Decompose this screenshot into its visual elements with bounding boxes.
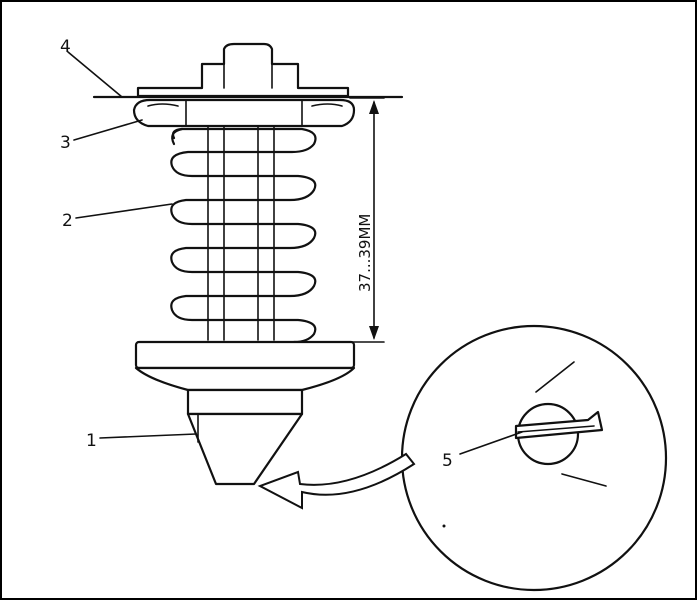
- label-part-4: 4: [60, 37, 71, 57]
- cone-body: [134, 366, 356, 486]
- dimension-marker: [349, 97, 385, 343]
- label-part-3: 3: [60, 133, 71, 153]
- coil-spring: [170, 127, 317, 344]
- label-part-5: 5: [442, 451, 453, 471]
- detail-view: [400, 324, 668, 592]
- leader-4: [67, 51, 123, 98]
- hex-nut: [132, 98, 356, 128]
- label-part-2: 2: [62, 211, 73, 231]
- leader-1: [99, 433, 197, 439]
- base-plate: [134, 340, 356, 370]
- top-stem: [136, 42, 350, 98]
- center-shaft: [207, 125, 275, 341]
- leader-2: [75, 203, 173, 219]
- label-part-1: 1: [86, 431, 97, 451]
- detail-arrow: [257, 452, 416, 510]
- leader-3: [73, 119, 143, 141]
- speck: [442, 524, 446, 528]
- leader-5: [459, 431, 523, 455]
- dimension-label: 37...39MM: [356, 214, 374, 292]
